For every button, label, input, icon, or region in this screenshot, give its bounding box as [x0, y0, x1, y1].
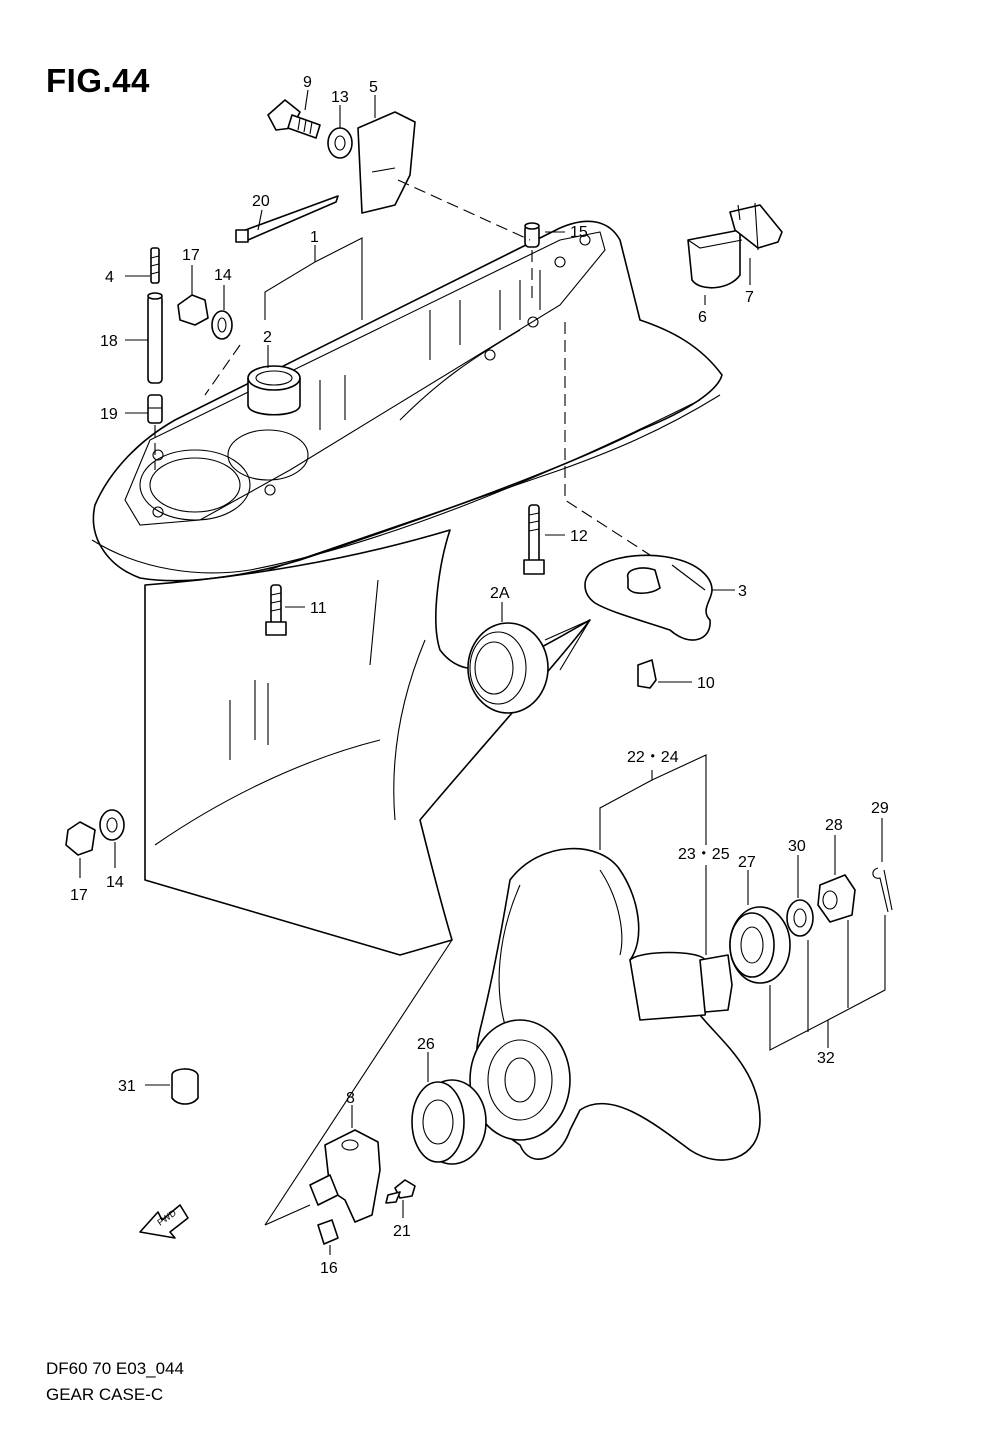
- part-7-anode-bracket: [729, 202, 783, 251]
- callout-23-25: 23・25: [678, 846, 730, 863]
- part-29-cotter-pin: [872, 867, 893, 913]
- part-10-plug: [637, 659, 657, 689]
- part-9-bolt: [267, 99, 321, 139]
- part-11-bolt: [265, 584, 287, 636]
- callout-6: 6: [698, 309, 707, 326]
- callout-28: 28: [825, 817, 843, 834]
- part-13-washer: [327, 127, 353, 159]
- callout-13: 13: [331, 89, 349, 106]
- part-2a-guide-lines: [544, 619, 591, 671]
- part-15-dowel-pin: [524, 222, 540, 300]
- part-20-cable-tie: [235, 195, 339, 243]
- callout-14-upper: 14: [214, 267, 232, 284]
- callout-12: 12: [570, 528, 588, 545]
- callout-30: 30: [788, 838, 806, 855]
- callout-10: 10: [697, 675, 715, 692]
- callout-1: 1: [310, 229, 319, 246]
- part-21-bolt: [385, 1179, 416, 1204]
- callout-17-upper: 17: [182, 247, 200, 264]
- part-3-trim-tab: [584, 554, 713, 641]
- callout-27: 27: [738, 854, 756, 871]
- callout-21: 21: [393, 1223, 411, 1240]
- part-16-collar: [317, 1219, 339, 1245]
- callout-5: 5: [369, 79, 378, 96]
- callout-29: 29: [871, 800, 889, 817]
- leader-lines: [79, 89, 886, 1255]
- callout-14-lower: 14: [106, 874, 124, 891]
- guide-line-left: [264, 939, 453, 1226]
- callout-2: 2: [263, 329, 272, 346]
- callout-9: 9: [303, 74, 312, 91]
- figure-code: DF60 70 E03_044: [46, 1359, 184, 1378]
- callout-3: 3: [738, 583, 747, 600]
- fwd-arrow-icon: FWD: [139, 1204, 189, 1239]
- part-28-nut: [817, 874, 856, 923]
- figure-title: FIG.44: [46, 62, 150, 99]
- callout-32: 32: [817, 1050, 835, 1067]
- callout-2a: 2A: [490, 585, 510, 602]
- part-26-thrust-hub: [411, 1079, 487, 1165]
- part-12-bolt: [523, 322, 651, 575]
- callout-17-lower: 17: [70, 887, 88, 904]
- part-17-plug-lower: [65, 821, 96, 856]
- callout-16: 16: [320, 1260, 338, 1277]
- callout-11: 11: [310, 600, 327, 617]
- figure-name: GEAR CASE-C: [46, 1385, 164, 1404]
- part-18-tube: [147, 292, 163, 384]
- callout-31: 31: [118, 1078, 136, 1095]
- part-8-bracket: [309, 1129, 381, 1223]
- callout-4: 4: [105, 269, 114, 286]
- part-4-stud: [150, 247, 160, 284]
- callout-labels: 9 13 5 20 15 17 14 1 4 18 2 19 6 7 12 11…: [70, 74, 889, 1277]
- part-6-anode: [687, 229, 743, 289]
- callout-22-24: 22・24: [627, 749, 679, 766]
- part-27-spacer: [729, 906, 791, 984]
- gear-case-body: [91, 220, 723, 956]
- part-19-fitting: [147, 394, 163, 470]
- part-14-washer-lower: [99, 809, 125, 841]
- part-14-washer-upper: [204, 310, 241, 396]
- guide-line-foot: [264, 1204, 311, 1226]
- part-2-bushing: [247, 365, 301, 416]
- callout-7: 7: [745, 289, 754, 306]
- part-17-plug-upper: [177, 294, 209, 326]
- callout-26: 26: [417, 1036, 435, 1053]
- part-2a-oil-seal: [467, 622, 549, 714]
- callout-19: 19: [100, 406, 118, 423]
- propeller: [469, 847, 761, 1161]
- callout-15: 15: [570, 224, 588, 241]
- callout-18: 18: [100, 333, 118, 350]
- callout-20: 20: [252, 193, 270, 210]
- part-5-zinc-block: [357, 111, 531, 241]
- callout-8: 8: [346, 1090, 355, 1107]
- part-31-plug: [171, 1068, 199, 1105]
- part-30-washer: [786, 899, 814, 937]
